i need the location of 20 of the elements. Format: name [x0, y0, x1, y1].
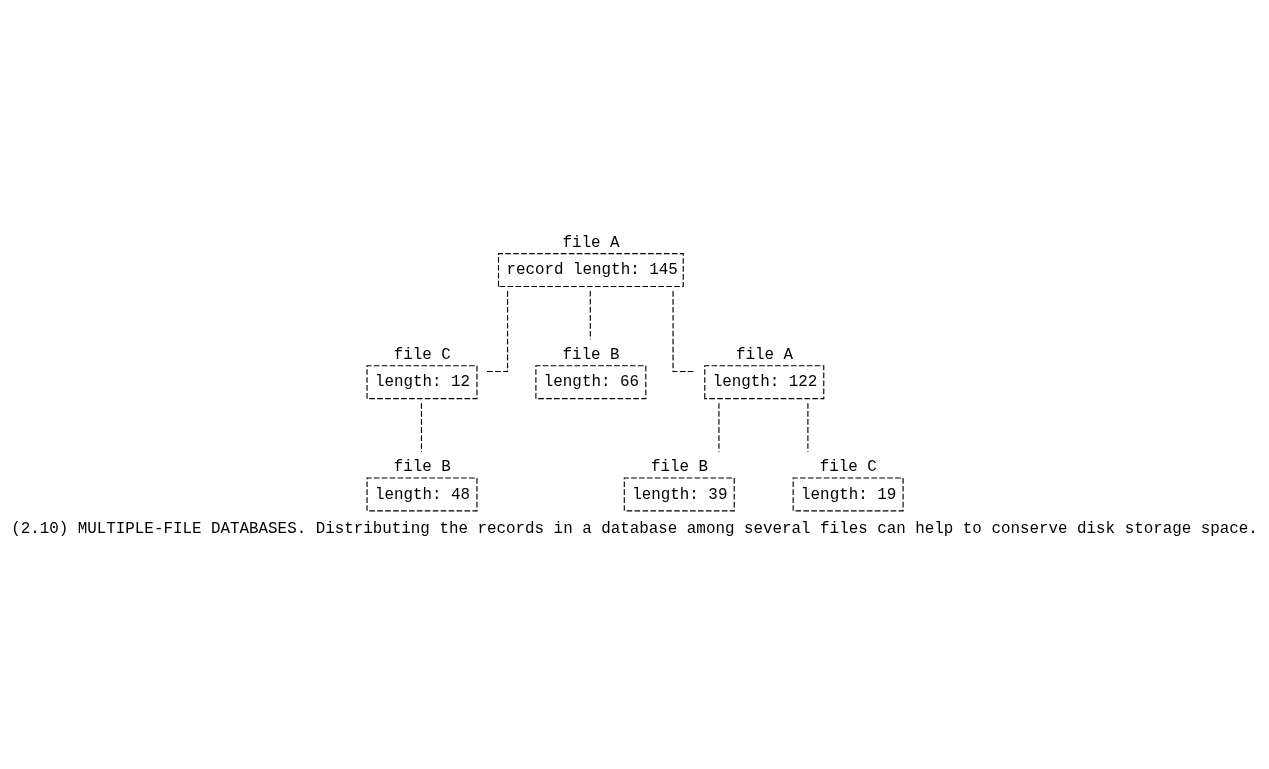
- node-label: file B: [393, 458, 451, 477]
- node-box: length: 19: [792, 477, 904, 512]
- node-label: file B: [650, 458, 709, 477]
- caption: (2.10) MULTIPLE-FILE DATABASES. Distributing the records in a database among several files can help to conserve disk storage space.: [11, 519, 1258, 538]
- connector: [807, 402, 809, 453]
- node-label: file A: [562, 234, 620, 253]
- connector: [485, 290, 509, 373]
- node-label: file C: [819, 458, 877, 477]
- node-box: length: 39: [623, 477, 735, 512]
- node-label: file A: [735, 346, 794, 365]
- node-box: length: 12: [366, 365, 478, 400]
- node-box: length: 48: [366, 477, 478, 512]
- node-box: length: 66: [535, 365, 647, 400]
- node-box: length: 122: [704, 365, 825, 400]
- node-box: record length: 145: [497, 253, 684, 288]
- connector: [420, 402, 422, 453]
- node-label: file C: [393, 346, 451, 365]
- connector: [672, 290, 696, 373]
- connector: [589, 290, 591, 341]
- node-label: file B: [562, 346, 620, 365]
